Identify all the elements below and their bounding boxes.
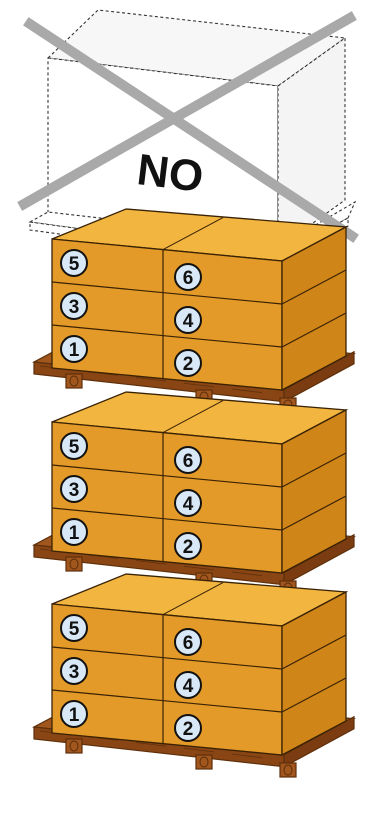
badge-number: 6 [183, 451, 194, 472]
carton-number-badge: 6 [175, 629, 201, 655]
badge-number: 4 [183, 494, 194, 515]
pallet-stacks: 5 3 1 6 4 2 5 3 1 6 4 2 5 3 1 6 4 2 [34, 209, 354, 777]
carton-number-badge: 2 [175, 715, 201, 741]
carton-number-badge: 4 [175, 672, 201, 698]
badge-number: 3 [69, 662, 80, 683]
carton-number-badge: 5 [61, 433, 87, 459]
badge-number: 4 [183, 311, 194, 332]
pallet-stack: 5 3 1 6 4 2 [34, 209, 354, 412]
carton-number-badge: 4 [175, 307, 201, 333]
badge-number: 6 [183, 633, 194, 654]
badge-number: 2 [183, 537, 194, 558]
badge-number: 1 [69, 705, 80, 726]
badge-number: 1 [69, 523, 80, 544]
badge-number: 2 [183, 719, 194, 740]
carton-number-badge: 1 [61, 701, 87, 727]
badge-number: 1 [69, 340, 80, 361]
badge-number: 3 [69, 480, 80, 501]
carton-number-badge: 6 [175, 447, 201, 473]
badge-number: 5 [69, 437, 80, 458]
carton-number-badge: 3 [61, 658, 87, 684]
badge-number: 3 [69, 297, 80, 318]
badge-number: 6 [183, 268, 194, 289]
carton-number-badge: 5 [61, 250, 87, 276]
carton-number-badge: 3 [61, 476, 87, 502]
badge-number: 5 [69, 254, 80, 275]
no-label: NO [134, 145, 205, 202]
pallet-stack: 5 3 1 6 4 2 [34, 392, 354, 595]
carton-number-badge: 2 [175, 533, 201, 559]
carton-number-badge: 6 [175, 264, 201, 290]
badge-number: 5 [69, 619, 80, 640]
carton-number-badge: 1 [61, 519, 87, 545]
carton-number-badge: 5 [61, 615, 87, 641]
badge-number: 2 [183, 354, 194, 375]
carton-number-badge: 2 [175, 350, 201, 376]
pallet-stack: 5 3 1 6 4 2 [34, 574, 354, 777]
carton-number-badge: 3 [61, 293, 87, 319]
carton-number-badge: 1 [61, 336, 87, 362]
carton-number-badge: 4 [175, 490, 201, 516]
badge-number: 4 [183, 676, 194, 697]
